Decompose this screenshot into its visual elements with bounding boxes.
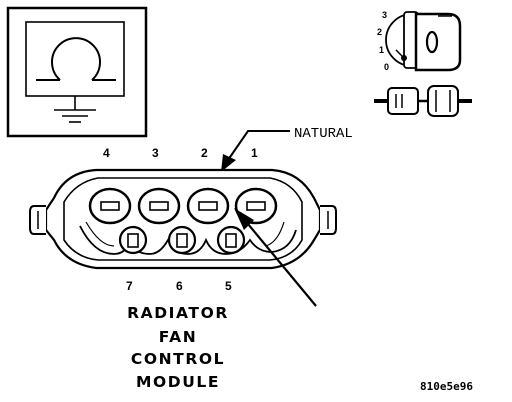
pin-cavity-6 [167, 225, 197, 255]
module-leader-arrow [234, 208, 317, 307]
connector-plug-icon [374, 85, 472, 117]
connector-color-label: NATURAL [294, 126, 353, 142]
pin-cavity-4 [88, 187, 132, 225]
pin-cavity-5 [216, 225, 246, 255]
title-line-3: CONTROL [131, 350, 225, 368]
pin-number-6: 6 [176, 279, 183, 293]
pin-number-1: 1 [251, 146, 258, 160]
ignition-key-icon: 3 2 1 0 [377, 10, 462, 72]
key-position-2: 2 [377, 27, 382, 37]
pin-number-7: 7 [126, 279, 133, 293]
pin-number-4: 4 [103, 146, 110, 160]
pin-number-2: 2 [201, 146, 208, 160]
key-position-1: 1 [379, 45, 384, 55]
ground-symbol-icon [6, 6, 148, 138]
pin-cavity-1 [234, 187, 278, 225]
key-position-0: 0 [384, 62, 389, 72]
figure-code: 810e5e96 [420, 380, 473, 393]
pin-number-5: 5 [225, 279, 232, 293]
title-line-2: FAN [159, 328, 198, 346]
pin-cavity-7 [118, 225, 148, 255]
pin-cavity-2 [186, 187, 230, 225]
pin-cavity-3 [137, 187, 181, 225]
key-position-3: 3 [382, 10, 387, 20]
title-line-1: RADIATOR [127, 304, 229, 322]
pin-number-3: 3 [152, 146, 159, 160]
natural-leader-arrow [221, 130, 290, 172]
title-line-4: MODULE [136, 373, 220, 391]
